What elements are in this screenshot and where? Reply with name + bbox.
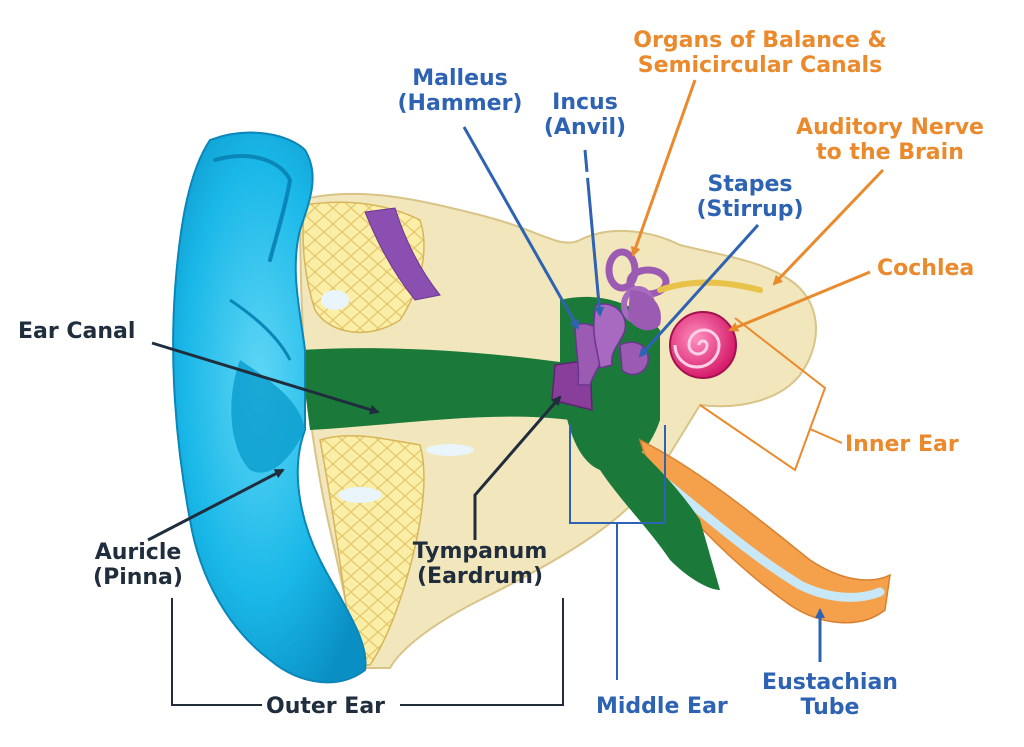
label-incus: Incus (Anvil) (525, 90, 645, 140)
pointer-auricle (147, 468, 285, 542)
label-stapes-line2: (Stirrup) (696, 197, 804, 222)
bracket-inner-ear-stem (809, 428, 843, 444)
cochlea-graphic (669, 311, 737, 379)
auricle-concha (231, 360, 305, 473)
pointer-auditory-nerve (772, 168, 885, 286)
label-cochlea: Cochlea (877, 256, 975, 281)
muscle (364, 207, 441, 301)
label-tympanum: Tympanum (Eardrum) (395, 539, 565, 589)
temporal-bone (298, 192, 817, 669)
label-organs-of-balance: Organs of Balance & Semicircular Canals (610, 28, 910, 78)
vestibule (628, 290, 661, 331)
incus-graphic (593, 303, 627, 369)
auricle-helix-fold (213, 154, 293, 262)
pointer-incus (583, 149, 605, 317)
label-eustachian-tube-line1: Eustachian (762, 670, 898, 695)
cochlea-spiral (673, 328, 721, 369)
pointer-ear-canal (151, 341, 380, 415)
eustachian-inner (645, 465, 885, 602)
label-tympanum-line1: Tympanum (412, 539, 548, 564)
eustachian-green (600, 450, 720, 590)
label-malleus-line2: (Hammer) (397, 91, 523, 116)
label-incus-line1: Incus (552, 90, 618, 115)
label-auricle: Auricle (Pinna) (78, 540, 198, 590)
label-ear-canal: Ear Canal (18, 319, 136, 344)
pointer-tympanum (473, 395, 562, 540)
stapes-graphic (619, 341, 649, 376)
label-eustachian-tube: Eustachian Tube (745, 670, 915, 720)
air-pocket (338, 487, 382, 503)
label-malleus-line1: Malleus (412, 66, 508, 91)
label-auricle-line2: (Pinna) (93, 565, 183, 590)
bracket-outer-ear (400, 598, 564, 706)
air-pocket (426, 444, 474, 456)
label-stapes: Stapes (Stirrup) (670, 172, 830, 222)
label-auditory-nerve-line1: Auditory Nerve (796, 115, 984, 140)
label-auditory-nerve-line2: to the Brain (816, 140, 964, 165)
auricle-fold (229, 298, 292, 361)
bracket-outer-ear (171, 598, 262, 706)
label-incus-line2: (Anvil) (543, 115, 627, 140)
label-eustachian-tube-line2: Tube (800, 695, 860, 720)
label-inner-ear: Inner Ear (845, 432, 959, 457)
pointer-stapes (638, 223, 760, 358)
label-auditory-nerve: Auditory Nerve to the Brain (775, 115, 1005, 165)
label-outer-ear: Outer Ear (266, 694, 386, 719)
label-middle-ear: Middle Ear (596, 694, 728, 719)
pointer-malleus (462, 126, 580, 330)
air-pocket (321, 290, 349, 310)
label-malleus: Malleus (Hammer) (385, 66, 535, 116)
label-auricle-line1: Auricle (94, 540, 182, 565)
label-stapes-line1: Stapes (707, 172, 793, 197)
eustachian-tube-graphic (638, 438, 891, 624)
label-tympanum-line2: (Eardrum) (416, 564, 544, 589)
pointer-organs-of-balance (630, 79, 697, 257)
label-organs-of-balance-line2: Semicircular Canals (637, 53, 883, 78)
pointer-cochlea (728, 270, 871, 332)
label-organs-of-balance-line1: Organs of Balance & (633, 28, 887, 53)
